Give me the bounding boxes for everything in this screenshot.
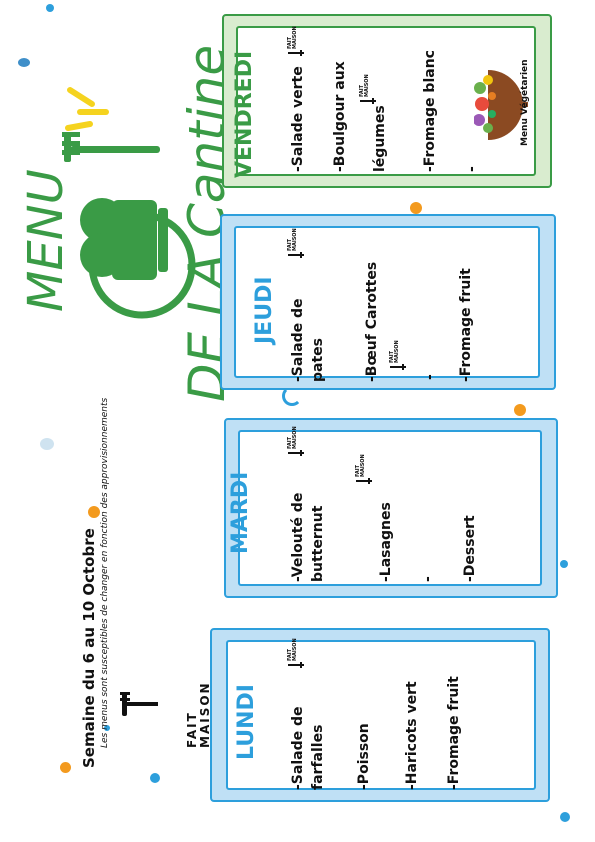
menu-item: légumes	[372, 105, 388, 172]
menu-item: farfalles	[310, 724, 326, 790]
menu-item: -	[420, 576, 436, 582]
vegetarian-badge	[473, 60, 544, 150]
note-label: Les menus sont susceptibles de changer e…	[100, 397, 110, 748]
decor-dot	[104, 725, 110, 731]
menu-item: -Fromage fruit	[458, 268, 474, 382]
menu-item: butternut	[310, 505, 326, 582]
menu-item: pates	[310, 338, 326, 382]
menu-item: -Lasagnes	[378, 502, 394, 582]
card-jeudi	[220, 214, 556, 390]
menu-item: -Salade de	[290, 298, 306, 383]
card-mardi-inner	[238, 430, 542, 586]
card-lundi-inner	[226, 640, 536, 790]
day-jeudi: JEUDI	[252, 276, 277, 344]
day-mardi: MARDI	[228, 471, 253, 554]
decor-dot	[60, 762, 71, 773]
card-vendredi-inner	[236, 26, 536, 176]
menu-item: -	[464, 166, 480, 172]
decor-dot	[150, 773, 160, 783]
decor-dot	[560, 812, 570, 822]
chef-logo	[60, 70, 222, 350]
menu-item: -Boulgour aux	[332, 61, 348, 172]
decor-dot	[88, 506, 100, 518]
card-lundi	[210, 628, 550, 802]
card-vendredi	[222, 14, 552, 188]
vegetarian-label: Menu Végétarien	[520, 59, 530, 146]
card-mardi	[224, 418, 558, 598]
card-jeudi-inner	[234, 226, 540, 378]
menu-item: -Salade verte	[290, 66, 306, 172]
salad-bowl-icon	[473, 70, 528, 140]
decor-dot	[514, 404, 526, 416]
menu-item: -Dessert	[462, 515, 478, 582]
title-menu: MENU	[18, 169, 74, 312]
menu-item: -Bœuf Carottes	[364, 261, 380, 382]
fait-maison-label: FAIT MAISON	[185, 681, 212, 748]
menu-item: -Velouté de	[290, 492, 306, 582]
decor-arc	[282, 386, 302, 406]
menu-item: -Haricots vert	[404, 681, 420, 790]
menu-item: -Fromage blanc	[422, 50, 438, 172]
day-vendredi: VENDREDI	[232, 50, 257, 178]
fork-icon	[118, 686, 160, 722]
decor-dot	[560, 560, 568, 568]
day-lundi: LUNDI	[234, 684, 259, 760]
decor-dot	[18, 58, 30, 67]
menu-item: -Poisson	[356, 723, 372, 790]
menu-item: -Fromage fruit	[446, 676, 462, 790]
menu-item: -Salade de	[290, 706, 306, 791]
decor-dot	[46, 4, 54, 12]
decor-dot	[40, 438, 54, 450]
week-label: Semaine du 6 au 10 Octobre	[80, 528, 98, 768]
decor-dot	[410, 202, 422, 214]
menu-item: -	[422, 374, 438, 380]
